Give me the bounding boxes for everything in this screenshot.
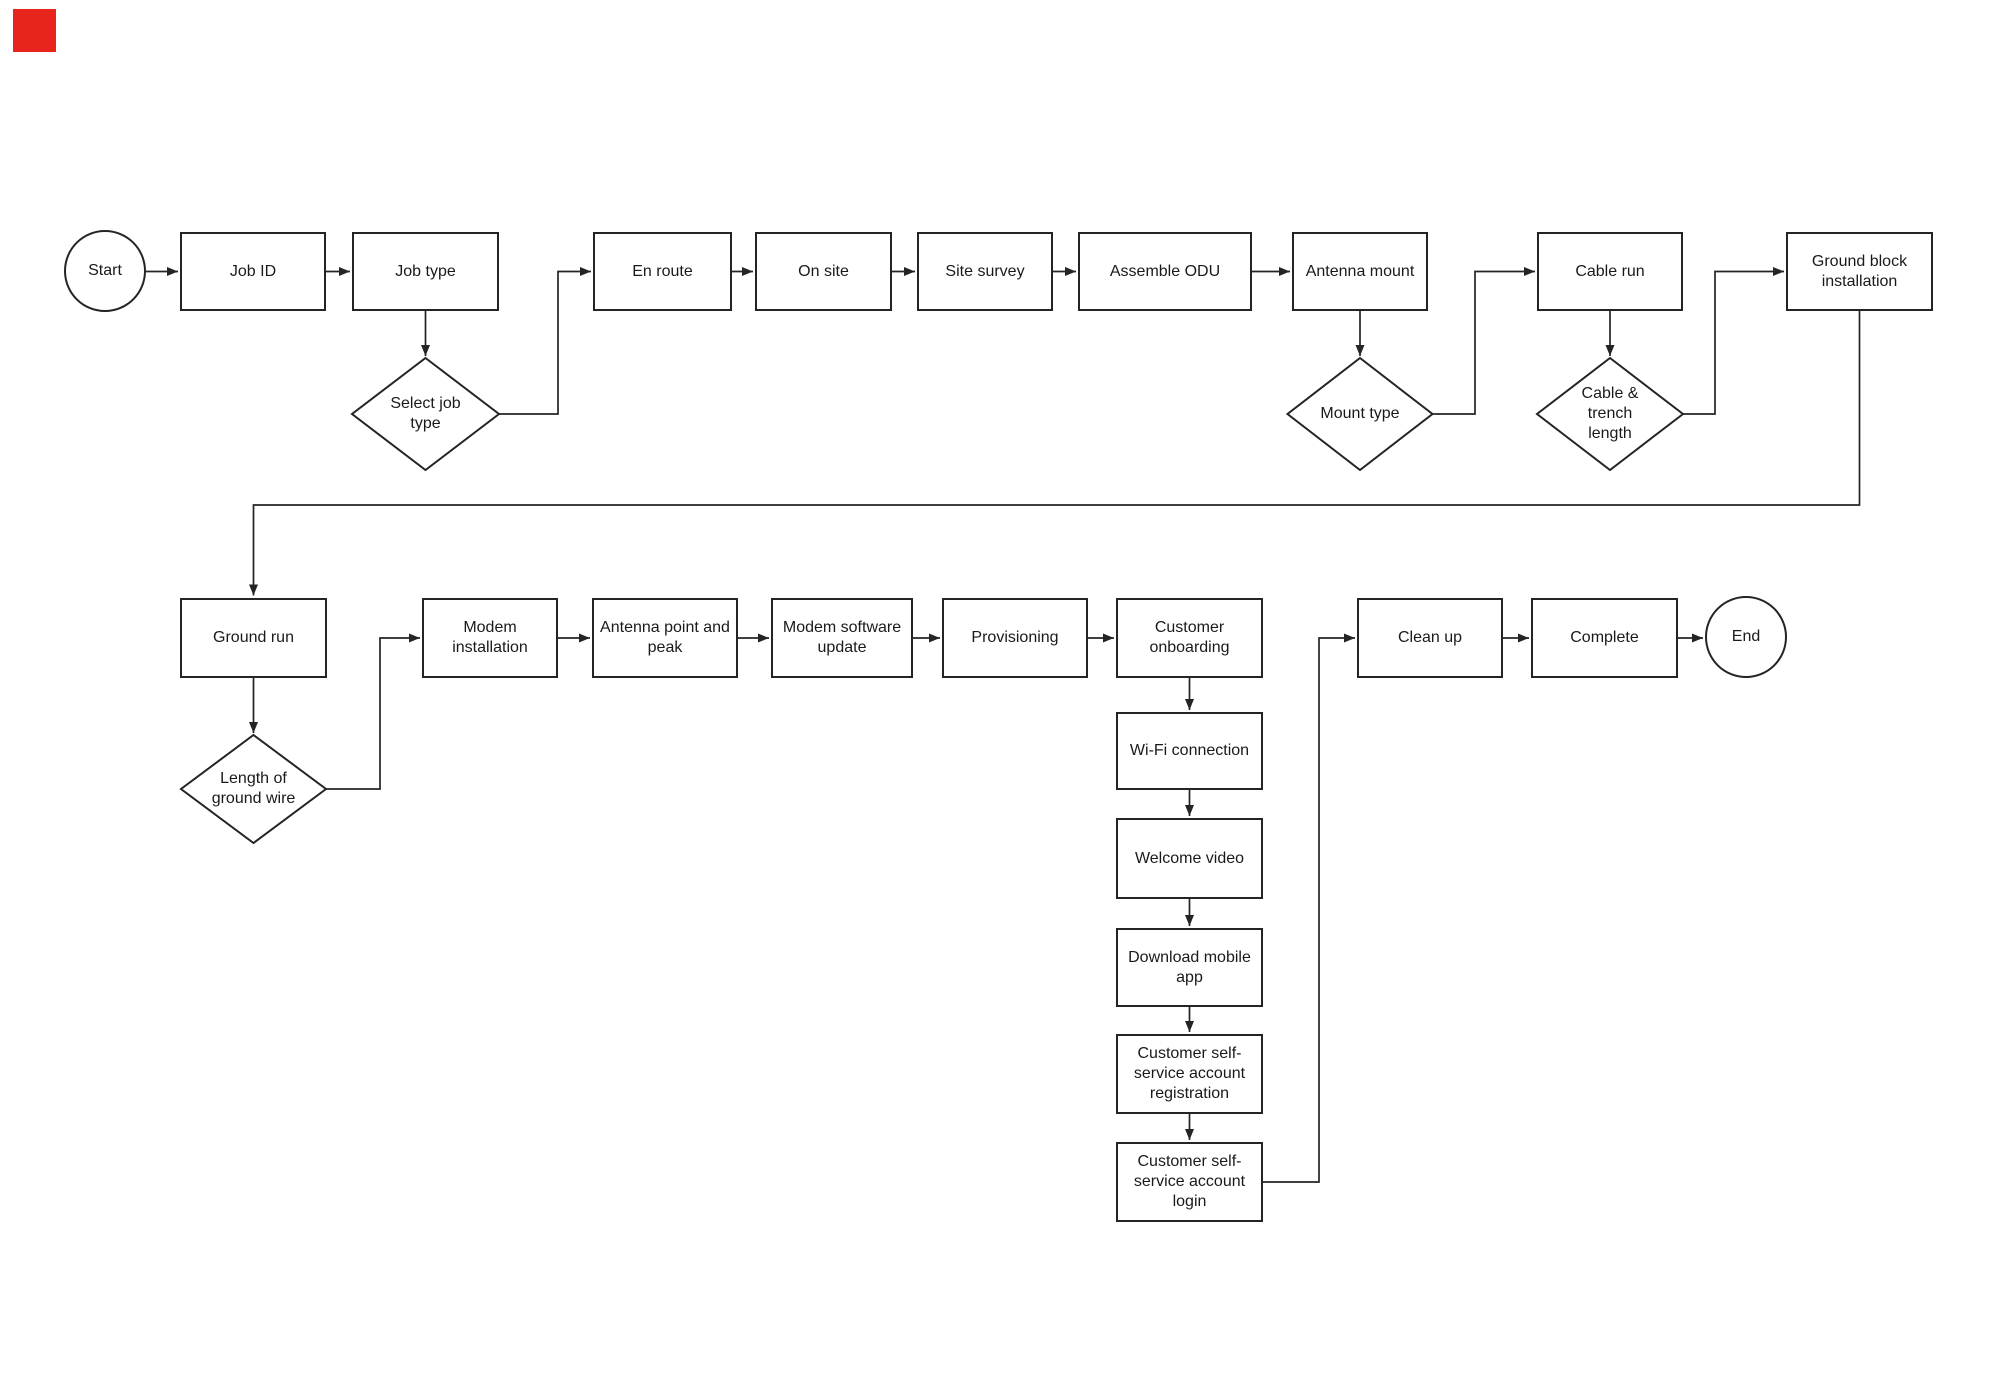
process-welcome-video: Welcome video <box>1116 818 1263 899</box>
process-modem-software-update-label: Modem software update <box>782 619 902 656</box>
process-download-mobile-app-label: Download mobile app <box>1128 948 1251 986</box>
process-cable-run: Cable run <box>1537 232 1683 311</box>
process-wifi-connection: Wi-Fi connection <box>1116 712 1263 790</box>
terminator-end-label: End <box>1731 628 1761 645</box>
process-site-survey: Site survey <box>917 232 1053 311</box>
process-assemble-odu-label: Assemble ODU <box>1109 262 1221 280</box>
process-on-site: On site <box>755 232 892 311</box>
process-complete-label: Complete <box>1570 629 1639 646</box>
process-on-site-label: On site <box>798 262 849 280</box>
process-ground-block-installation-label: Ground block installation <box>1811 252 1908 290</box>
decision-mount-type-shape <box>1285 356 1435 472</box>
process-en-route: En route <box>593 232 732 311</box>
edge-select-job-type-to-en-route <box>498 267 591 415</box>
process-job-type-label: Job type <box>395 262 456 280</box>
edge-ground-block-to-ground-run <box>249 311 1861 596</box>
process-clean-up-label: Clean up <box>1397 629 1463 646</box>
process-job-id-label: Job ID <box>229 262 277 280</box>
process-clean-up: Clean up <box>1357 598 1503 678</box>
process-welcome-video-label: Welcome video <box>1134 849 1245 867</box>
decision-select-job-type-shape <box>350 356 501 472</box>
process-wifi-connection-label: Wi-Fi connection <box>1129 742 1250 759</box>
process-antenna-mount-label: Antenna mount <box>1305 262 1415 280</box>
terminator-end: End <box>1705 596 1787 678</box>
process-antenna-point-and-peak-label: Antenna point and peak <box>600 619 730 656</box>
process-assemble-odu: Assemble ODU <box>1078 232 1252 311</box>
terminator-start: Start <box>64 230 146 312</box>
edge-length-wire-to-modem-installation <box>325 633 420 790</box>
red-square-marker <box>13 9 56 52</box>
process-en-route-label: En route <box>632 262 693 280</box>
process-ground-run: Ground run <box>180 598 327 678</box>
process-site-survey-label: Site survey <box>945 262 1025 280</box>
process-customer-onboarding-label: Customer onboarding <box>1149 619 1230 656</box>
process-complete: Complete <box>1531 598 1678 678</box>
process-provisioning-label: Provisioning <box>971 629 1059 646</box>
edge-login-to-clean-up <box>1263 633 1355 1183</box>
process-customer-self-service-account-registration-label: Customer self-service account registrati… <box>1133 1045 1246 1102</box>
process-download-mobile-app: Download mobile app <box>1116 928 1263 1007</box>
edge-cable-trench-to-ground-block <box>1683 267 1784 415</box>
process-antenna-point-and-peak: Antenna point and peak <box>592 598 738 678</box>
process-modem-software-update: Modem software update <box>771 598 913 678</box>
process-modem-installation-label: Modem installation <box>452 619 528 656</box>
process-customer-onboarding: Customer onboarding <box>1116 598 1263 678</box>
process-ground-run-label: Ground run <box>213 629 294 646</box>
process-antenna-mount: Antenna mount <box>1292 232 1428 311</box>
decision-length-ground-wire-shape <box>179 733 328 845</box>
process-customer-self-service-account-login: Customer self-service account login <box>1116 1142 1263 1222</box>
process-customer-self-service-account-login-label: Customer self-service account login <box>1133 1153 1246 1210</box>
process-job-type: Job type <box>352 232 499 311</box>
edge-mount-type-to-cable-run <box>1432 267 1535 415</box>
terminator-start-label: Start <box>88 262 122 279</box>
process-cable-run-label: Cable run <box>1575 262 1645 280</box>
process-modem-installation: Modem installation <box>422 598 558 678</box>
process-ground-block-installation: Ground block installation <box>1786 232 1933 311</box>
process-job-id: Job ID <box>180 232 326 311</box>
process-customer-self-service-account-registration: Customer self-service account registrati… <box>1116 1034 1263 1114</box>
decision-cable-trench-shape <box>1535 356 1685 472</box>
process-provisioning: Provisioning <box>942 598 1088 678</box>
